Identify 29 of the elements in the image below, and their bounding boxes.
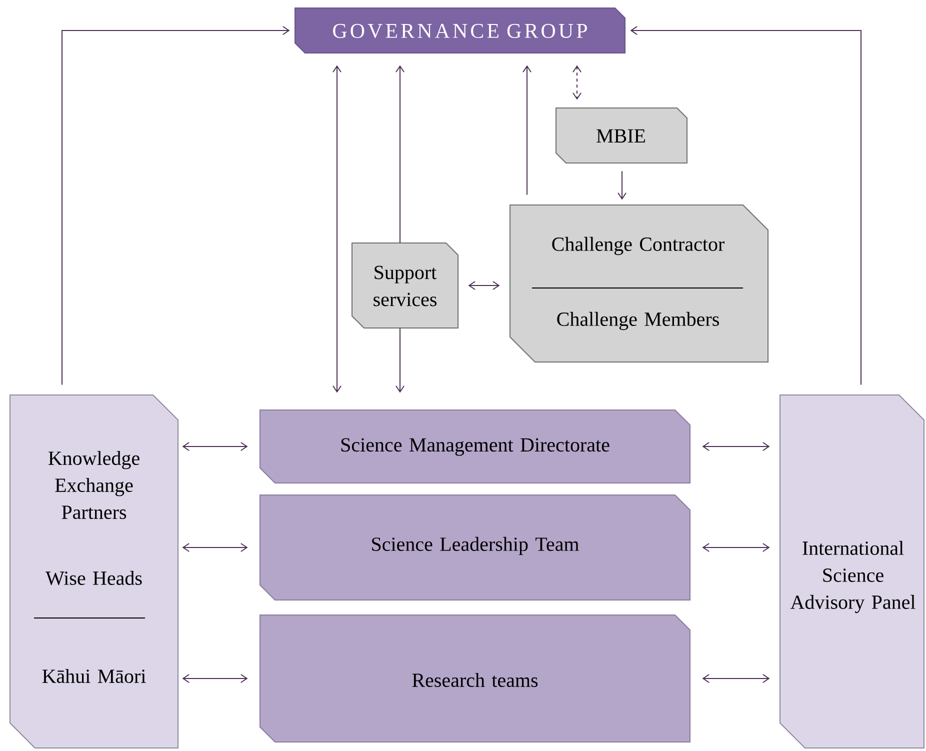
arrow <box>182 442 248 451</box>
arrow <box>182 543 248 552</box>
process-box <box>510 204 768 362</box>
side-panel <box>10 394 178 748</box>
side-panel: International Science Advisory Panel <box>780 394 924 748</box>
process-box: Support services <box>352 242 458 328</box>
box-text: Wise Heads <box>46 570 142 586</box>
arrow <box>522 65 532 196</box>
process-box: Science Management Directorate <box>260 410 690 484</box>
arrow <box>332 65 342 393</box>
arrow <box>182 674 248 683</box>
header-box: GOVERNANCE GROUP <box>294 8 626 54</box>
process-box: Science Leadership Team <box>260 494 690 600</box>
arrow <box>630 26 862 386</box>
process-box: MBIE <box>556 108 688 164</box>
box-text: Challenge Contractor <box>552 236 724 256</box>
arrow <box>702 543 770 552</box>
arrow <box>468 281 500 290</box>
arrow <box>702 442 770 451</box>
arrow <box>62 26 290 386</box>
process-box: Research teams <box>260 614 690 742</box>
arrow <box>572 65 582 100</box>
box-text: Kāhui Māori <box>42 668 146 684</box>
arrow <box>396 328 404 393</box>
arrow <box>396 65 404 244</box>
arrow <box>702 674 770 683</box>
arrow <box>618 170 626 200</box>
box-text: Challenge Members <box>557 312 719 330</box>
box-text: Knowledge Exchange Partners <box>48 450 140 520</box>
